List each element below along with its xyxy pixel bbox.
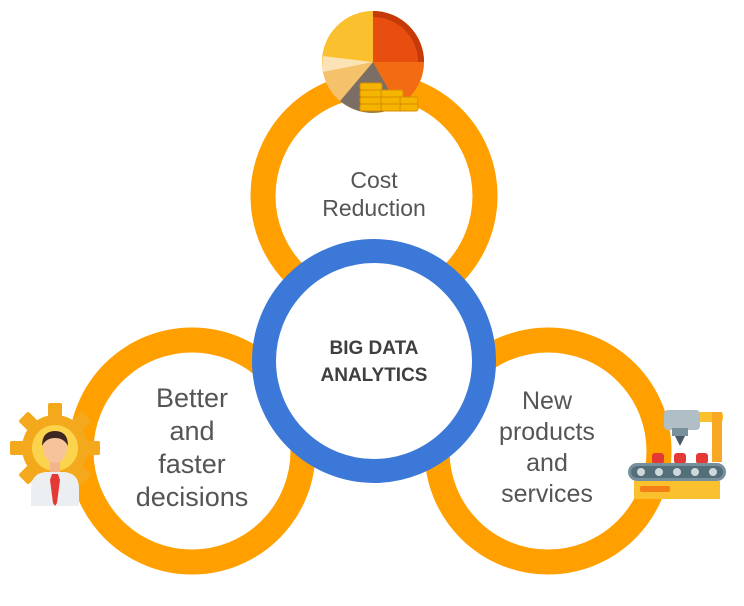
pie-chart-coins-icon: [322, 11, 424, 113]
ring-center: [252, 239, 496, 483]
label-line: faster: [158, 449, 226, 479]
label-line: services: [501, 480, 593, 508]
label-line: Better: [155, 383, 229, 413]
label-line: BIG DATA: [329, 338, 419, 359]
label-line: products: [499, 418, 595, 446]
label-better-faster-decisions: Better and faster decisions: [92, 382, 292, 514]
businessman-gear-icon: [10, 403, 100, 506]
label-line: decisions: [135, 482, 249, 512]
label-line: Reduction: [322, 195, 426, 221]
conveyor-robot-arm-icon: [628, 410, 726, 499]
label-line: Cost: [350, 167, 398, 193]
label-line: and: [526, 449, 568, 477]
label-cost-reduction: Cost Reduction: [274, 166, 474, 222]
label-line: and: [169, 416, 215, 446]
label-big-data-analytics: BIG DATA ANALYTICS: [274, 335, 474, 389]
label-line: New: [521, 387, 572, 415]
label-line: ANALYTICS: [320, 365, 428, 386]
label-new-products-services: New products and services: [447, 386, 647, 510]
